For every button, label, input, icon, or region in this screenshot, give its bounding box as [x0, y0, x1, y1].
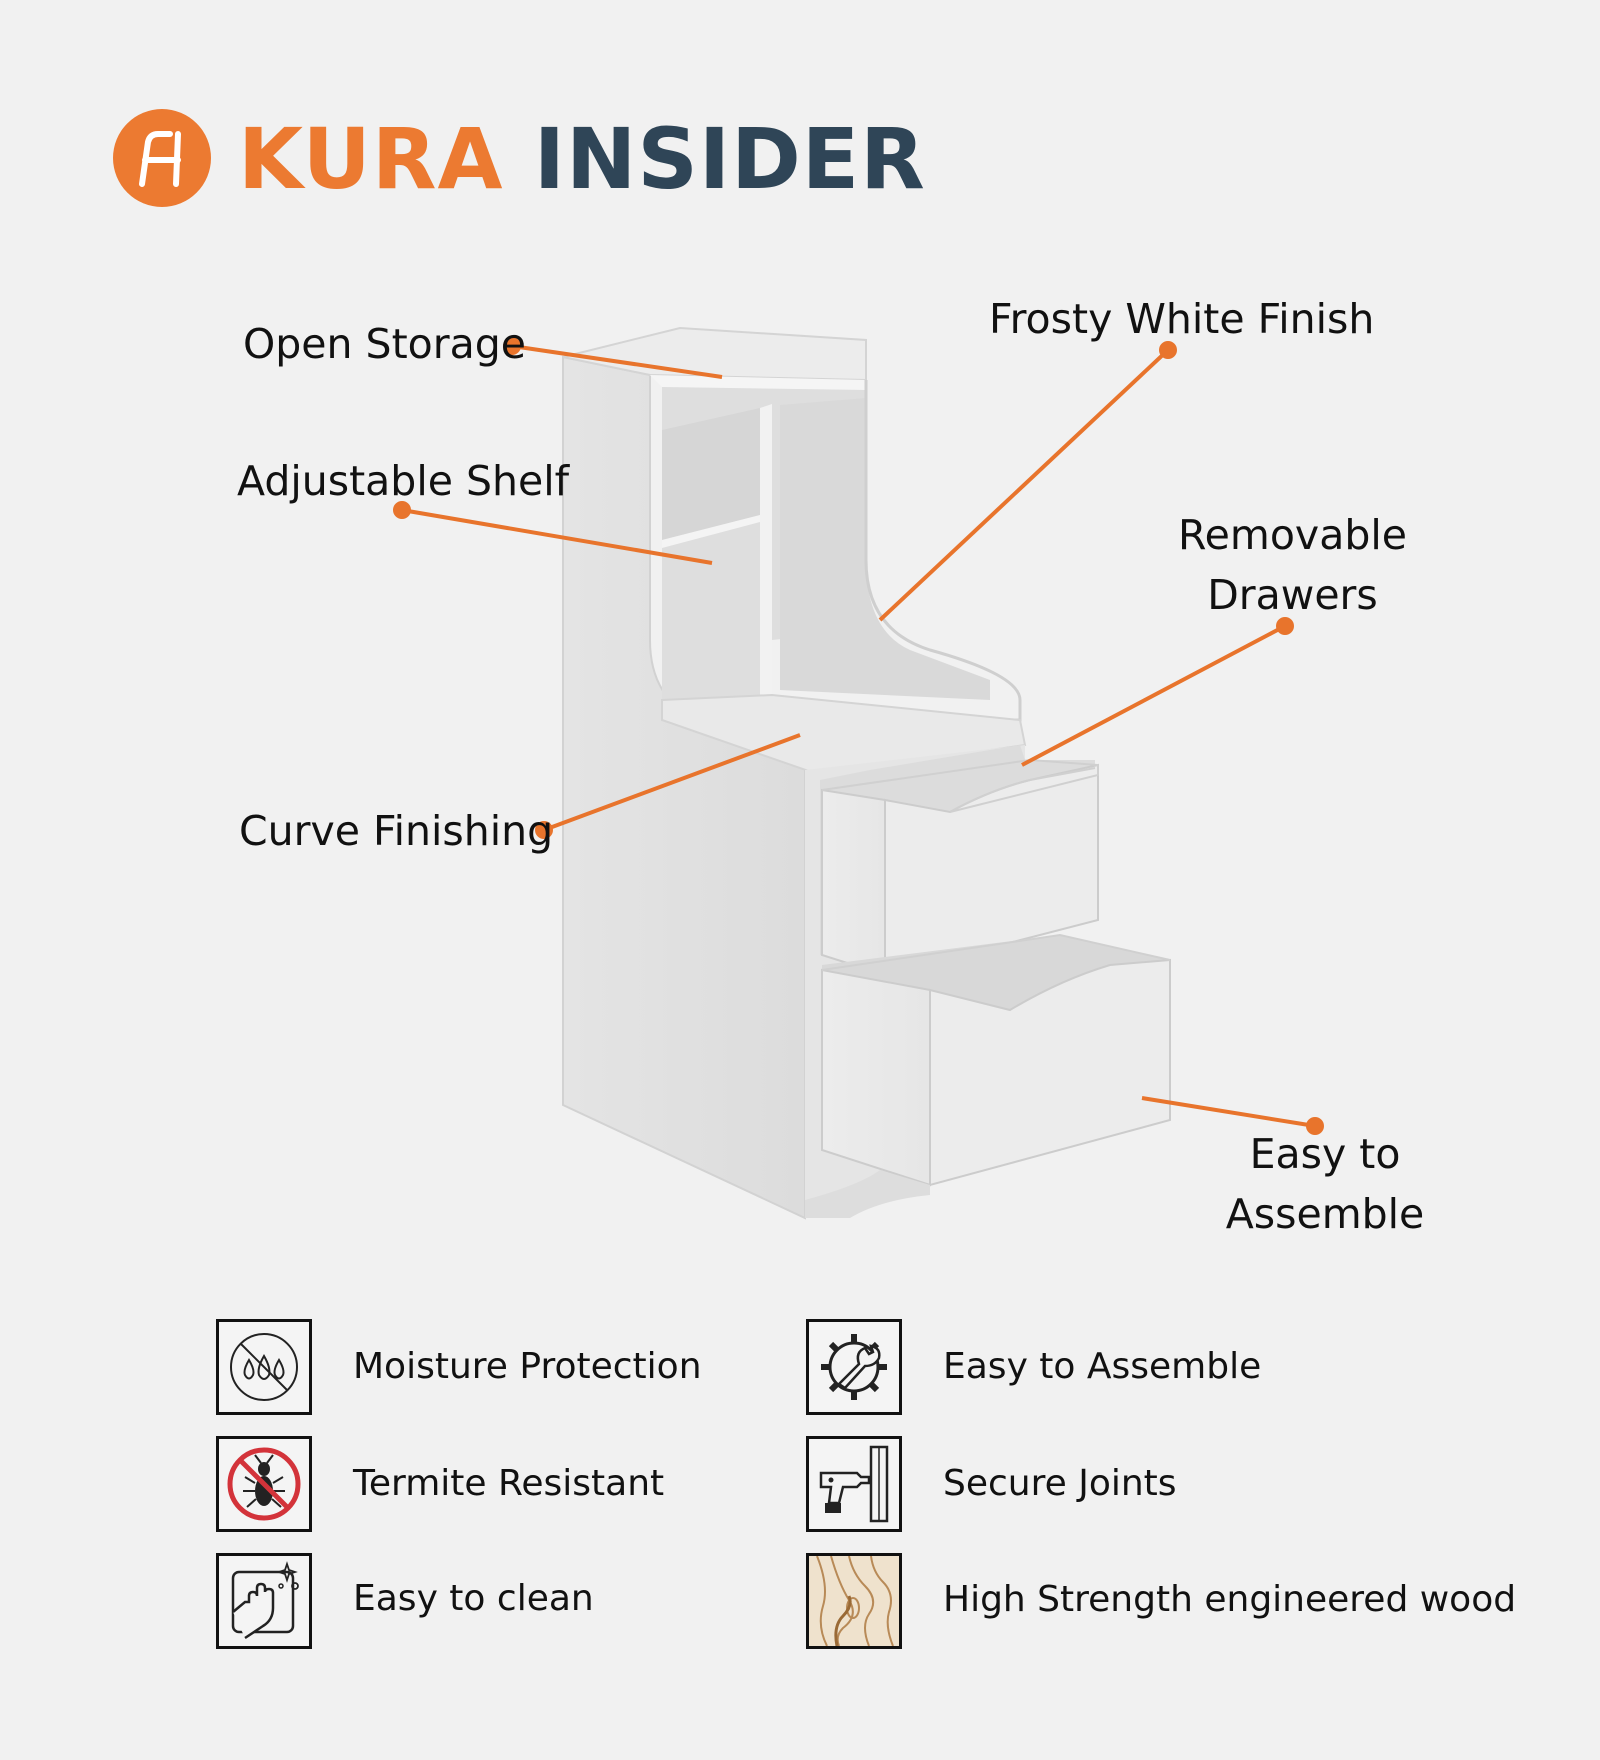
brand-wordmark: KURA INSIDER: [238, 114, 926, 204]
moisture-drops-icon: [216, 1319, 312, 1415]
feature-label-assemble: Easy to Assemble: [943, 1346, 1262, 1387]
drill-icon: [806, 1436, 902, 1532]
feature-label-clean: Easy to clean: [353, 1578, 594, 1619]
no-termite-icon: [216, 1436, 312, 1532]
gear-wrench-icon: [806, 1319, 902, 1415]
callout-removable-drawers-line1: Removable: [1178, 511, 1407, 559]
callout-removable-drawers: Removable Drawers: [1170, 505, 1415, 625]
callout-curve-finishing: Curve Finishing: [239, 807, 554, 855]
feature-label-termite: Termite Resistant: [353, 1463, 665, 1504]
feature-label-wood: High Strength engineered wood: [943, 1579, 1517, 1620]
callout-easy-to-assemble-line1: Easy to: [1249, 1130, 1401, 1178]
brand-insider: INSIDER: [533, 110, 926, 208]
wood-grain-icon: [806, 1553, 902, 1649]
callout-removable-drawers-line2: Drawers: [1207, 571, 1378, 619]
brand-kura: KURA: [238, 110, 504, 208]
kura-logo-icon: [113, 109, 211, 207]
callout-easy-to-assemble-line2: Assemble: [1225, 1190, 1425, 1238]
callout-lines: [393, 337, 1324, 1135]
hand-wipe-icon: [216, 1553, 312, 1649]
callout-open-storage: Open Storage: [243, 320, 526, 368]
callout-frosty-white-finish: Frosty White Finish: [989, 295, 1375, 343]
feature-label-secure-joints: Secure Joints: [943, 1463, 1177, 1504]
feature-label-moisture: Moisture Protection: [353, 1346, 702, 1387]
callout-adjustable-shelf: Adjustable Shelf: [237, 457, 570, 505]
callout-easy-to-assemble: Easy to Assemble: [1210, 1124, 1440, 1244]
